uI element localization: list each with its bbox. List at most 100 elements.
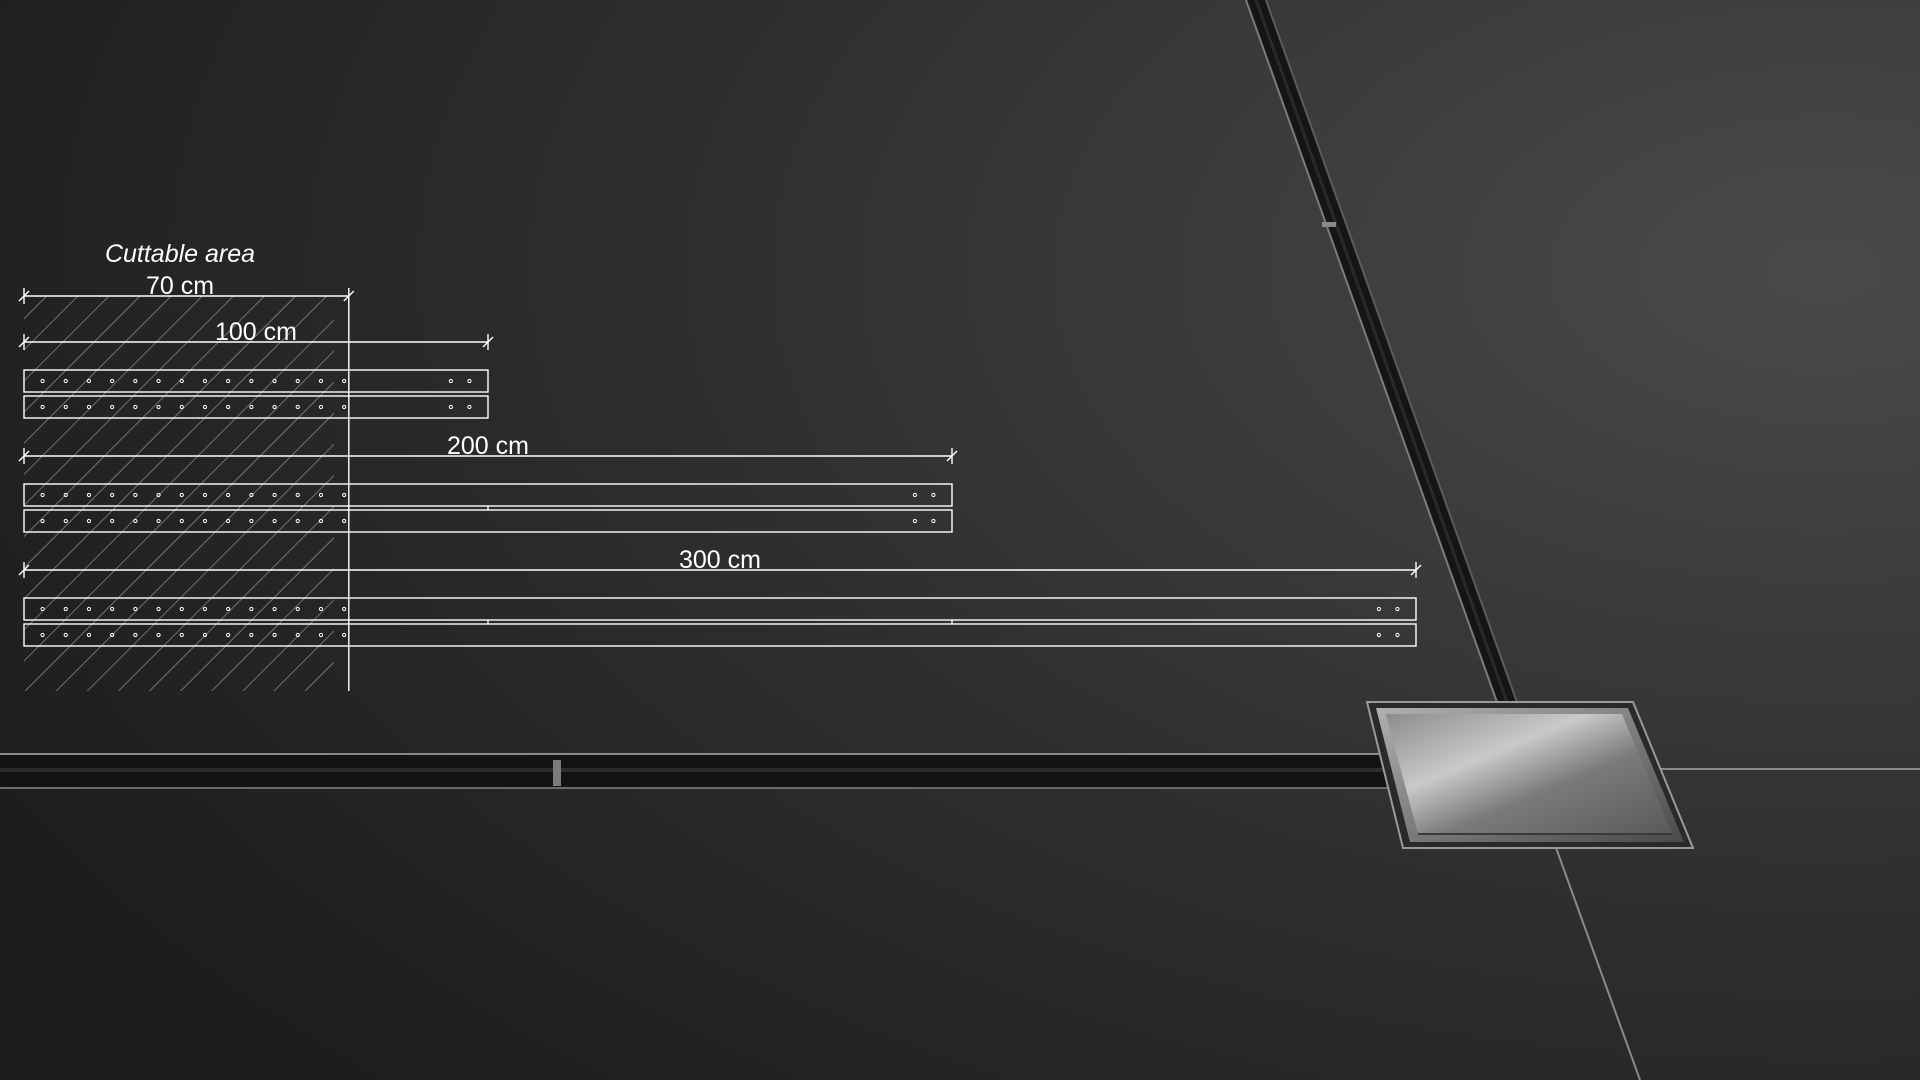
fixing-hole-200-top-4 — [133, 492, 138, 498]
cuttable-area-hatch — [24, 296, 334, 691]
fixing-hole-300-top-12 — [318, 606, 324, 612]
fixing-hole-300-bottom-0 — [40, 632, 45, 638]
fixing-hole-100-top-11 — [295, 378, 300, 384]
fixing-hole-200-top-0 — [40, 492, 45, 498]
fixing-hole-300-bottom-13 — [342, 632, 347, 638]
fixing-hole-200-top-1 — [63, 492, 68, 498]
fixing-hole-300-top-7 — [202, 606, 208, 612]
fixing-hole-200-top-5 — [156, 492, 161, 498]
dimension-label-100: 100 cm — [215, 318, 297, 346]
fixing-hole-100-bottom-12 — [318, 404, 324, 410]
fixing-hole-200-top-8 — [226, 492, 231, 498]
fixing-hole-100-bottom-8 — [226, 404, 231, 410]
fixing-hole-300-top-8 — [226, 606, 231, 612]
fixing-hole-100-bottom-9 — [249, 404, 254, 410]
fixing-hole-200-bottom-6 — [179, 518, 184, 524]
fixing-hole-200-bottom-15 — [931, 518, 936, 524]
dimension-label-70: 70 cm — [146, 272, 214, 300]
fixing-hole-100-top-14 — [448, 378, 453, 384]
fixing-hole-300-bottom-15 — [1395, 632, 1400, 638]
fixing-hole-200-top-7 — [202, 492, 208, 498]
fixing-hole-100-bottom-15 — [467, 404, 472, 410]
cuttable-area-label: Cuttable area — [105, 240, 255, 268]
horizontal-drain-channel — [0, 753, 1390, 789]
fixing-hole-200-top-3 — [110, 492, 115, 498]
fixing-hole-200-bottom-13 — [342, 518, 347, 524]
fixing-hole-200-top-11 — [295, 492, 300, 498]
dimension-drawings — [18, 288, 1422, 691]
fixing-hole-300-top-13 — [342, 606, 347, 612]
fixing-hole-100-bottom-10 — [272, 404, 277, 410]
fixing-hole-100-bottom-5 — [156, 404, 161, 410]
fixing-hole-300-top-6 — [179, 606, 184, 612]
fixing-hole-300-top-3 — [110, 606, 115, 612]
fixing-hole-300-bottom-14 — [1376, 632, 1381, 638]
fixing-hole-200-bottom-12 — [318, 518, 324, 524]
fixing-hole-200-bottom-5 — [156, 518, 161, 524]
fixing-hole-100-top-5 — [156, 378, 161, 384]
fixing-hole-100-bottom-1 — [63, 404, 68, 410]
channel-profile-100-lower — [23, 395, 489, 419]
dimension-label-200: 200 cm — [447, 432, 529, 460]
fixing-hole-300-bottom-6 — [179, 632, 184, 638]
fixing-hole-300-bottom-7 — [202, 632, 208, 638]
fixing-hole-300-top-5 — [156, 606, 161, 612]
fixing-hole-200-bottom-11 — [295, 518, 300, 524]
fixing-hole-100-top-0 — [40, 378, 45, 384]
fixing-hole-100-top-3 — [110, 378, 115, 384]
fixing-hole-200-bottom-4 — [133, 518, 138, 524]
fixing-hole-300-bottom-11 — [295, 632, 300, 638]
fixing-hole-100-top-1 — [63, 378, 68, 384]
fixing-hole-300-bottom-9 — [249, 632, 254, 638]
fixing-hole-200-bottom-8 — [226, 518, 231, 524]
fixing-hole-100-top-6 — [179, 378, 184, 384]
fixing-hole-200-top-13 — [342, 492, 347, 498]
fixing-hole-100-bottom-3 — [110, 404, 115, 410]
fixing-hole-200-top-2 — [86, 492, 92, 498]
fixing-hole-300-top-15 — [1395, 606, 1400, 612]
fixing-hole-200-bottom-3 — [110, 518, 115, 524]
fixing-hole-200-top-14 — [912, 492, 917, 498]
fixing-hole-100-top-2 — [86, 378, 92, 384]
fixing-hole-200-bottom-10 — [272, 518, 277, 524]
fixing-hole-100-bottom-13 — [342, 404, 347, 410]
fixing-hole-300-top-11 — [295, 606, 300, 612]
diagonal-drain-channel — [1245, 0, 1519, 706]
fixing-hole-100-top-7 — [202, 378, 208, 384]
fixing-hole-100-top-12 — [318, 378, 324, 384]
fixing-hole-300-bottom-4 — [133, 632, 138, 638]
fixing-hole-200-top-6 — [179, 492, 184, 498]
fixing-hole-300-bottom-2 — [86, 632, 92, 638]
fixing-hole-100-bottom-4 — [133, 404, 138, 410]
fixing-hole-300-top-2 — [86, 606, 92, 612]
channel-profile-300-lower — [23, 623, 1417, 647]
fixing-hole-300-top-4 — [133, 606, 138, 612]
fixing-hole-200-top-9 — [249, 492, 254, 498]
channel-profile-100-upper — [23, 369, 489, 393]
fixing-hole-100-top-8 — [226, 378, 231, 384]
fixing-hole-100-bottom-0 — [40, 404, 45, 410]
fixing-hole-100-bottom-2 — [86, 404, 92, 410]
tile-joint-diagonal — [1554, 844, 1641, 1080]
channel-profile-300-upper — [23, 597, 1417, 621]
fixing-hole-100-top-15 — [467, 378, 472, 384]
fixing-hole-300-top-1 — [63, 606, 68, 612]
fixing-hole-100-bottom-7 — [202, 404, 208, 410]
fixing-hole-200-bottom-2 — [86, 518, 92, 524]
fixing-hole-200-top-10 — [272, 492, 277, 498]
fixing-hole-100-top-9 — [249, 378, 254, 384]
fixing-hole-100-top-13 — [342, 378, 347, 384]
fixing-hole-300-top-10 — [272, 606, 277, 612]
fixing-hole-100-top-4 — [133, 378, 138, 384]
fixing-hole-200-bottom-1 — [63, 518, 68, 524]
fixing-hole-300-bottom-8 — [226, 632, 231, 638]
fixing-hole-300-bottom-3 — [110, 632, 115, 638]
fixing-hole-100-top-10 — [272, 378, 277, 384]
fixing-hole-300-top-9 — [249, 606, 254, 612]
fixing-hole-100-bottom-14 — [448, 404, 453, 410]
fixing-hole-100-bottom-11 — [295, 404, 300, 410]
drain-grate-plate — [1365, 701, 1695, 849]
fixing-hole-200-top-15 — [931, 492, 936, 498]
fixing-hole-100-bottom-6 — [179, 404, 184, 410]
